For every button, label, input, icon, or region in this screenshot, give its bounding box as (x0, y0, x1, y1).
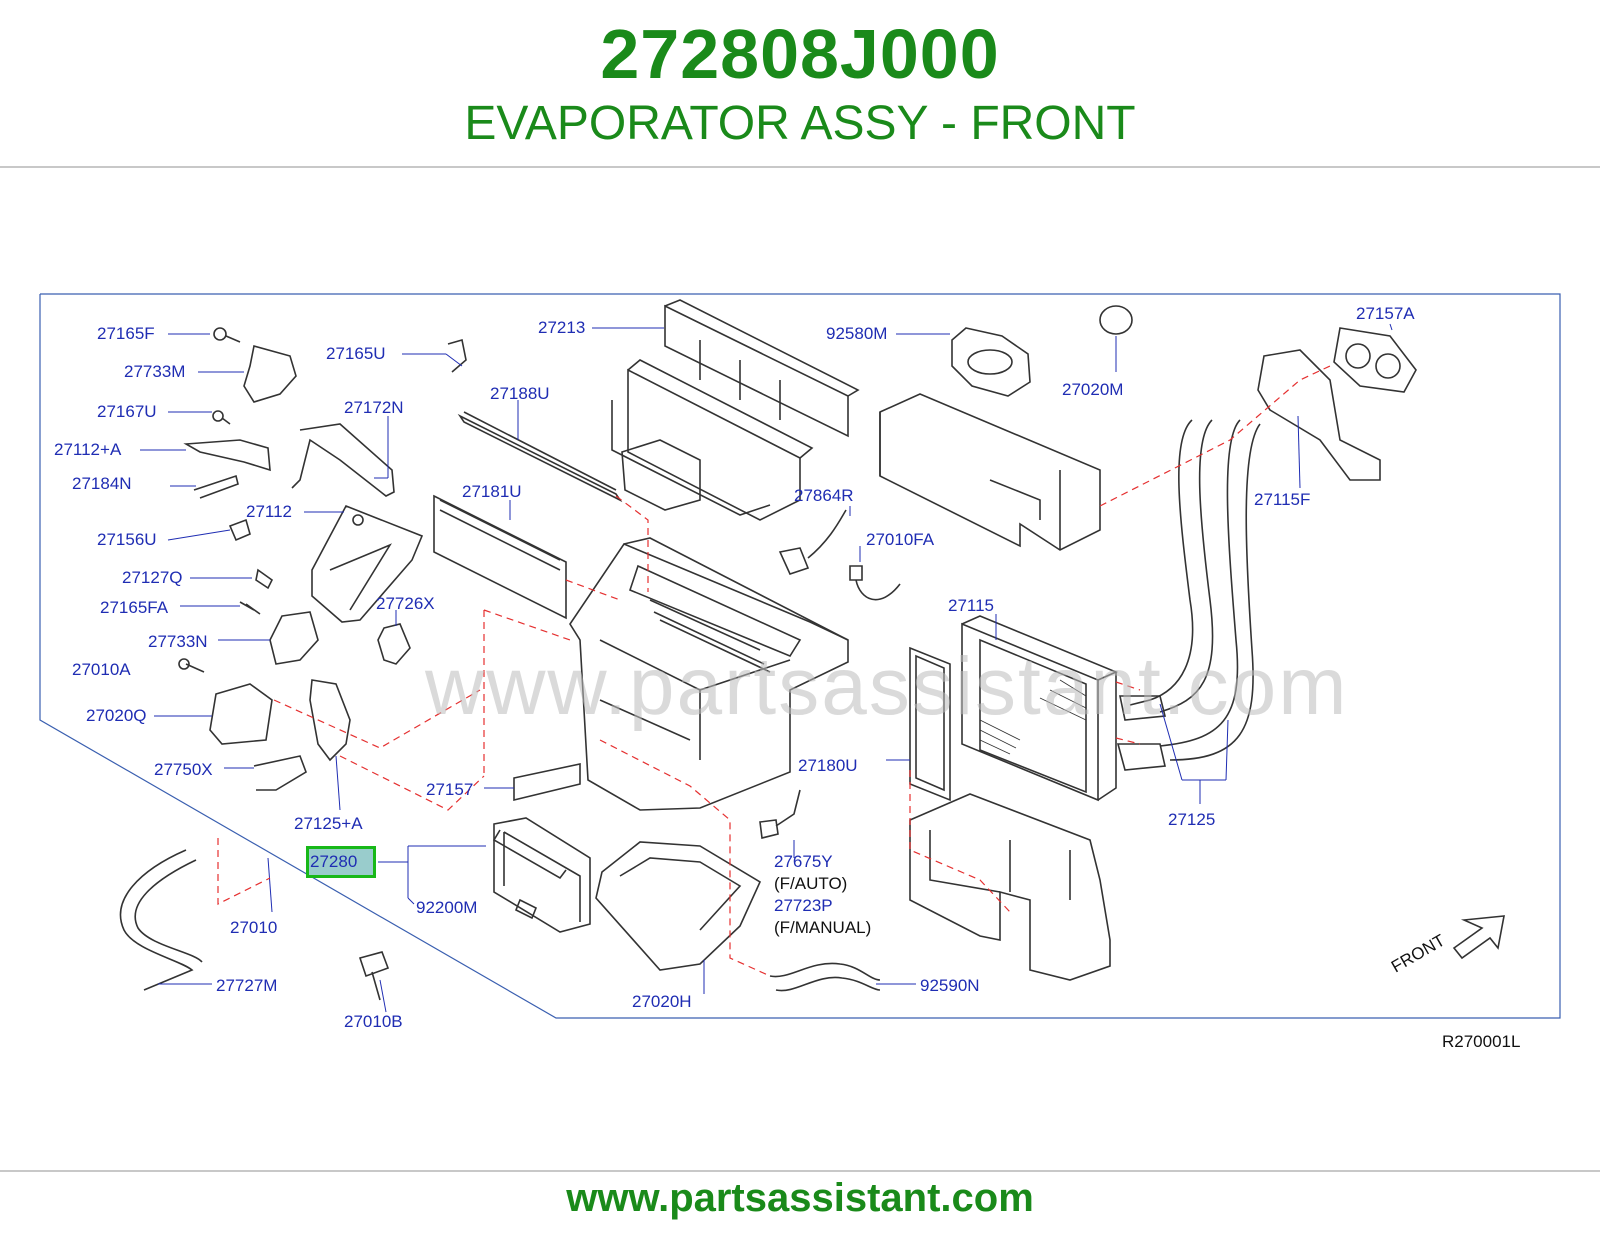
drain-tube (769, 962, 881, 981)
label-27180U[interactable]: 27180U (798, 756, 858, 775)
air-filter (433, 494, 567, 620)
label-27165F[interactable]: 27165F (97, 324, 155, 343)
diagram-reference-code: R270001L (1442, 1032, 1521, 1051)
heater-pipe-1 (1129, 419, 1194, 706)
label-92580M[interactable]: 92580M (826, 324, 888, 343)
label-27726X[interactable]: 27726X (376, 594, 435, 613)
header-divider (0, 166, 1600, 168)
drain-hose (119, 849, 194, 991)
label-27020M[interactable]: 27020M (1062, 380, 1124, 399)
part-name-subtitle: EVAPORATOR ASSY - FRONT (464, 97, 1136, 150)
label-27167U[interactable]: 27167U (97, 402, 157, 421)
label-27115F[interactable]: 27115F (1254, 490, 1311, 509)
footer-divider (0, 1170, 1600, 1172)
heater-unit-case (569, 537, 849, 811)
seal-frame (909, 646, 951, 802)
drain-grommet (951, 327, 1031, 397)
label-27184N[interactable]: 27184N (72, 474, 132, 493)
label-92590N[interactable]: 92590N (920, 976, 980, 995)
label-27750X[interactable]: 27750X (154, 760, 213, 779)
part-drawings (119, 299, 1505, 1001)
drain-pan (595, 841, 762, 971)
pipe-grommet (1333, 327, 1417, 393)
site-watermark: www.partsassistant.com (425, 641, 1349, 732)
upper-housing (879, 393, 1101, 551)
seal-strip (457, 413, 623, 503)
label-27733M[interactable]: 27733M (124, 362, 186, 381)
label-27165FA[interactable]: 27165FA (100, 598, 169, 617)
label-27165U[interactable]: 27165U (326, 344, 386, 363)
label-27010B[interactable]: 27010B (344, 1012, 403, 1031)
label-27115[interactable]: 27115 (948, 596, 995, 615)
label-f-auto: (F/AUTO) (774, 874, 848, 893)
label-27020Q[interactable]: 27020Q (86, 706, 147, 725)
link-lever (291, 423, 395, 497)
highlighted-part-box[interactable] (306, 846, 376, 878)
label-27112A[interactable]: 27112+A (54, 440, 122, 459)
label-27010[interactable]: 27010 (230, 918, 278, 937)
mode-door (311, 504, 424, 623)
label-27733N[interactable]: 27733N (148, 632, 208, 651)
highlighted-part-label[interactable]: 27280 (310, 852, 358, 871)
label-27172N[interactable]: 27172N (344, 398, 404, 417)
cap (1099, 305, 1133, 335)
label-27723P[interactable]: 27723P (774, 896, 833, 915)
label-27112[interactable]: 27112 (246, 502, 293, 521)
lower-case (909, 793, 1111, 981)
label-27157A[interactable]: 27157A (1356, 304, 1415, 323)
label-27010FA[interactable]: 27010FA (866, 530, 935, 549)
label-27125[interactable]: 27125 (1168, 810, 1216, 829)
wire-harness-1 (778, 509, 847, 575)
sensor-connector (759, 789, 801, 839)
label-27127Q[interactable]: 27127Q (122, 568, 183, 587)
label-27156U[interactable]: 27156U (97, 530, 157, 549)
assembly-guides (217, 365, 1331, 977)
bolt (358, 951, 390, 1001)
label-27010A[interactable]: 27010A (72, 660, 131, 679)
label-27188U[interactable]: 27188U (490, 384, 550, 403)
pipe-cover (1257, 349, 1381, 481)
label-27181U[interactable]: 27181U (462, 482, 522, 501)
wire-harness-2 (849, 565, 901, 601)
label-27157[interactable]: 27157 (426, 780, 474, 799)
label-92200M[interactable]: 92200M (416, 898, 478, 917)
evaporator-core (492, 817, 591, 933)
label-27125A[interactable]: 27125+A (294, 814, 363, 833)
part-number-title: 272808J000 (600, 15, 1000, 93)
diagram-frame (39, 293, 1561, 1019)
label-27727M[interactable]: 27727M (216, 976, 278, 995)
leader-lines (140, 323, 1393, 1013)
label-27213[interactable]: 27213 (538, 318, 586, 337)
blower-upper-case (611, 299, 860, 521)
front-arrow-icon (1452, 915, 1505, 960)
label-f-manual: (F/MANUAL) (774, 918, 872, 937)
foam-pad (513, 763, 581, 802)
footer-website-link[interactable]: www.partsassistant.com (566, 1176, 1034, 1220)
small-hardware (178, 327, 467, 791)
label-27675Y[interactable]: 27675Y (774, 852, 833, 871)
label-27020H[interactable]: 27020H (632, 992, 692, 1011)
label-27864R[interactable]: 27864R (794, 486, 854, 505)
